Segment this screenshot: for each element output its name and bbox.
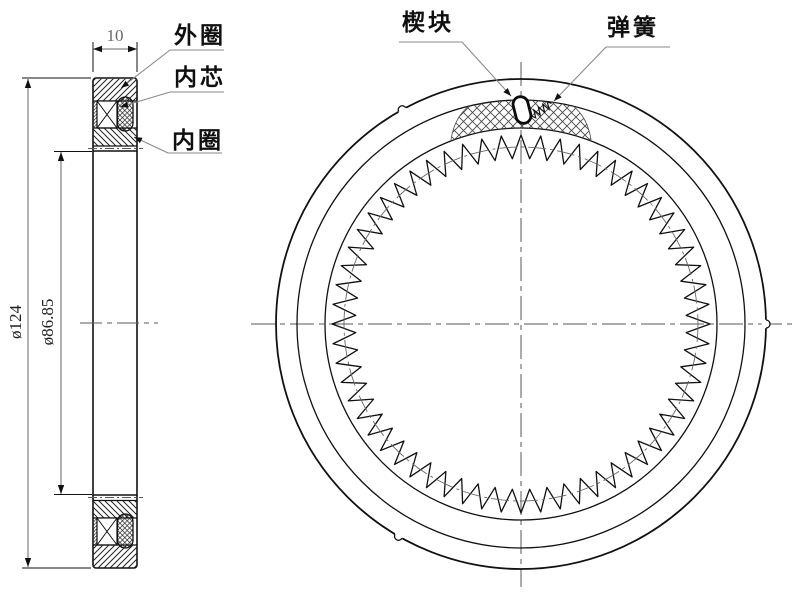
label-inner-ring: 内圈 — [172, 128, 224, 154]
pitch-circle — [343, 146, 699, 502]
inner-core-roller-top — [116, 96, 134, 132]
teeth-pitch-circle — [343, 146, 699, 502]
outer-ring-hatch-top — [93, 78, 137, 101]
inner-core-roller-bottom — [116, 513, 134, 549]
dim-width-text: 10 — [106, 26, 124, 45]
label-wedge: 楔块 — [402, 10, 454, 36]
section-leaders — [119, 49, 224, 154]
dim-bore-diameter-text: ø86.85 — [38, 298, 57, 346]
dim-outer-diameter-text: ø124 — [6, 305, 25, 339]
inner-core-teeth-ring — [331, 134, 711, 514]
wedge — [511, 95, 533, 125]
spring — [531, 100, 552, 119]
teeth — [331, 134, 711, 514]
dimensions — [22, 42, 138, 569]
label-spring: 弹簧 — [607, 15, 659, 41]
bearing-block-bottom — [88, 494, 143, 568]
inner-ring-hatch-top — [93, 128, 137, 146]
bearing-block-top — [88, 78, 143, 152]
label-outer-ring: 外圈 — [174, 23, 226, 49]
wedge-shape — [511, 95, 533, 125]
outer-ring-hatch-bottom — [93, 545, 137, 568]
label-inner-core: 内芯 — [174, 65, 226, 91]
front-leaders — [399, 41, 670, 102]
spring-coil — [531, 100, 552, 119]
outer-ring-id-circle — [296, 99, 746, 549]
outer-circle-notches — [393, 105, 771, 541]
front-centerlines — [251, 62, 793, 587]
